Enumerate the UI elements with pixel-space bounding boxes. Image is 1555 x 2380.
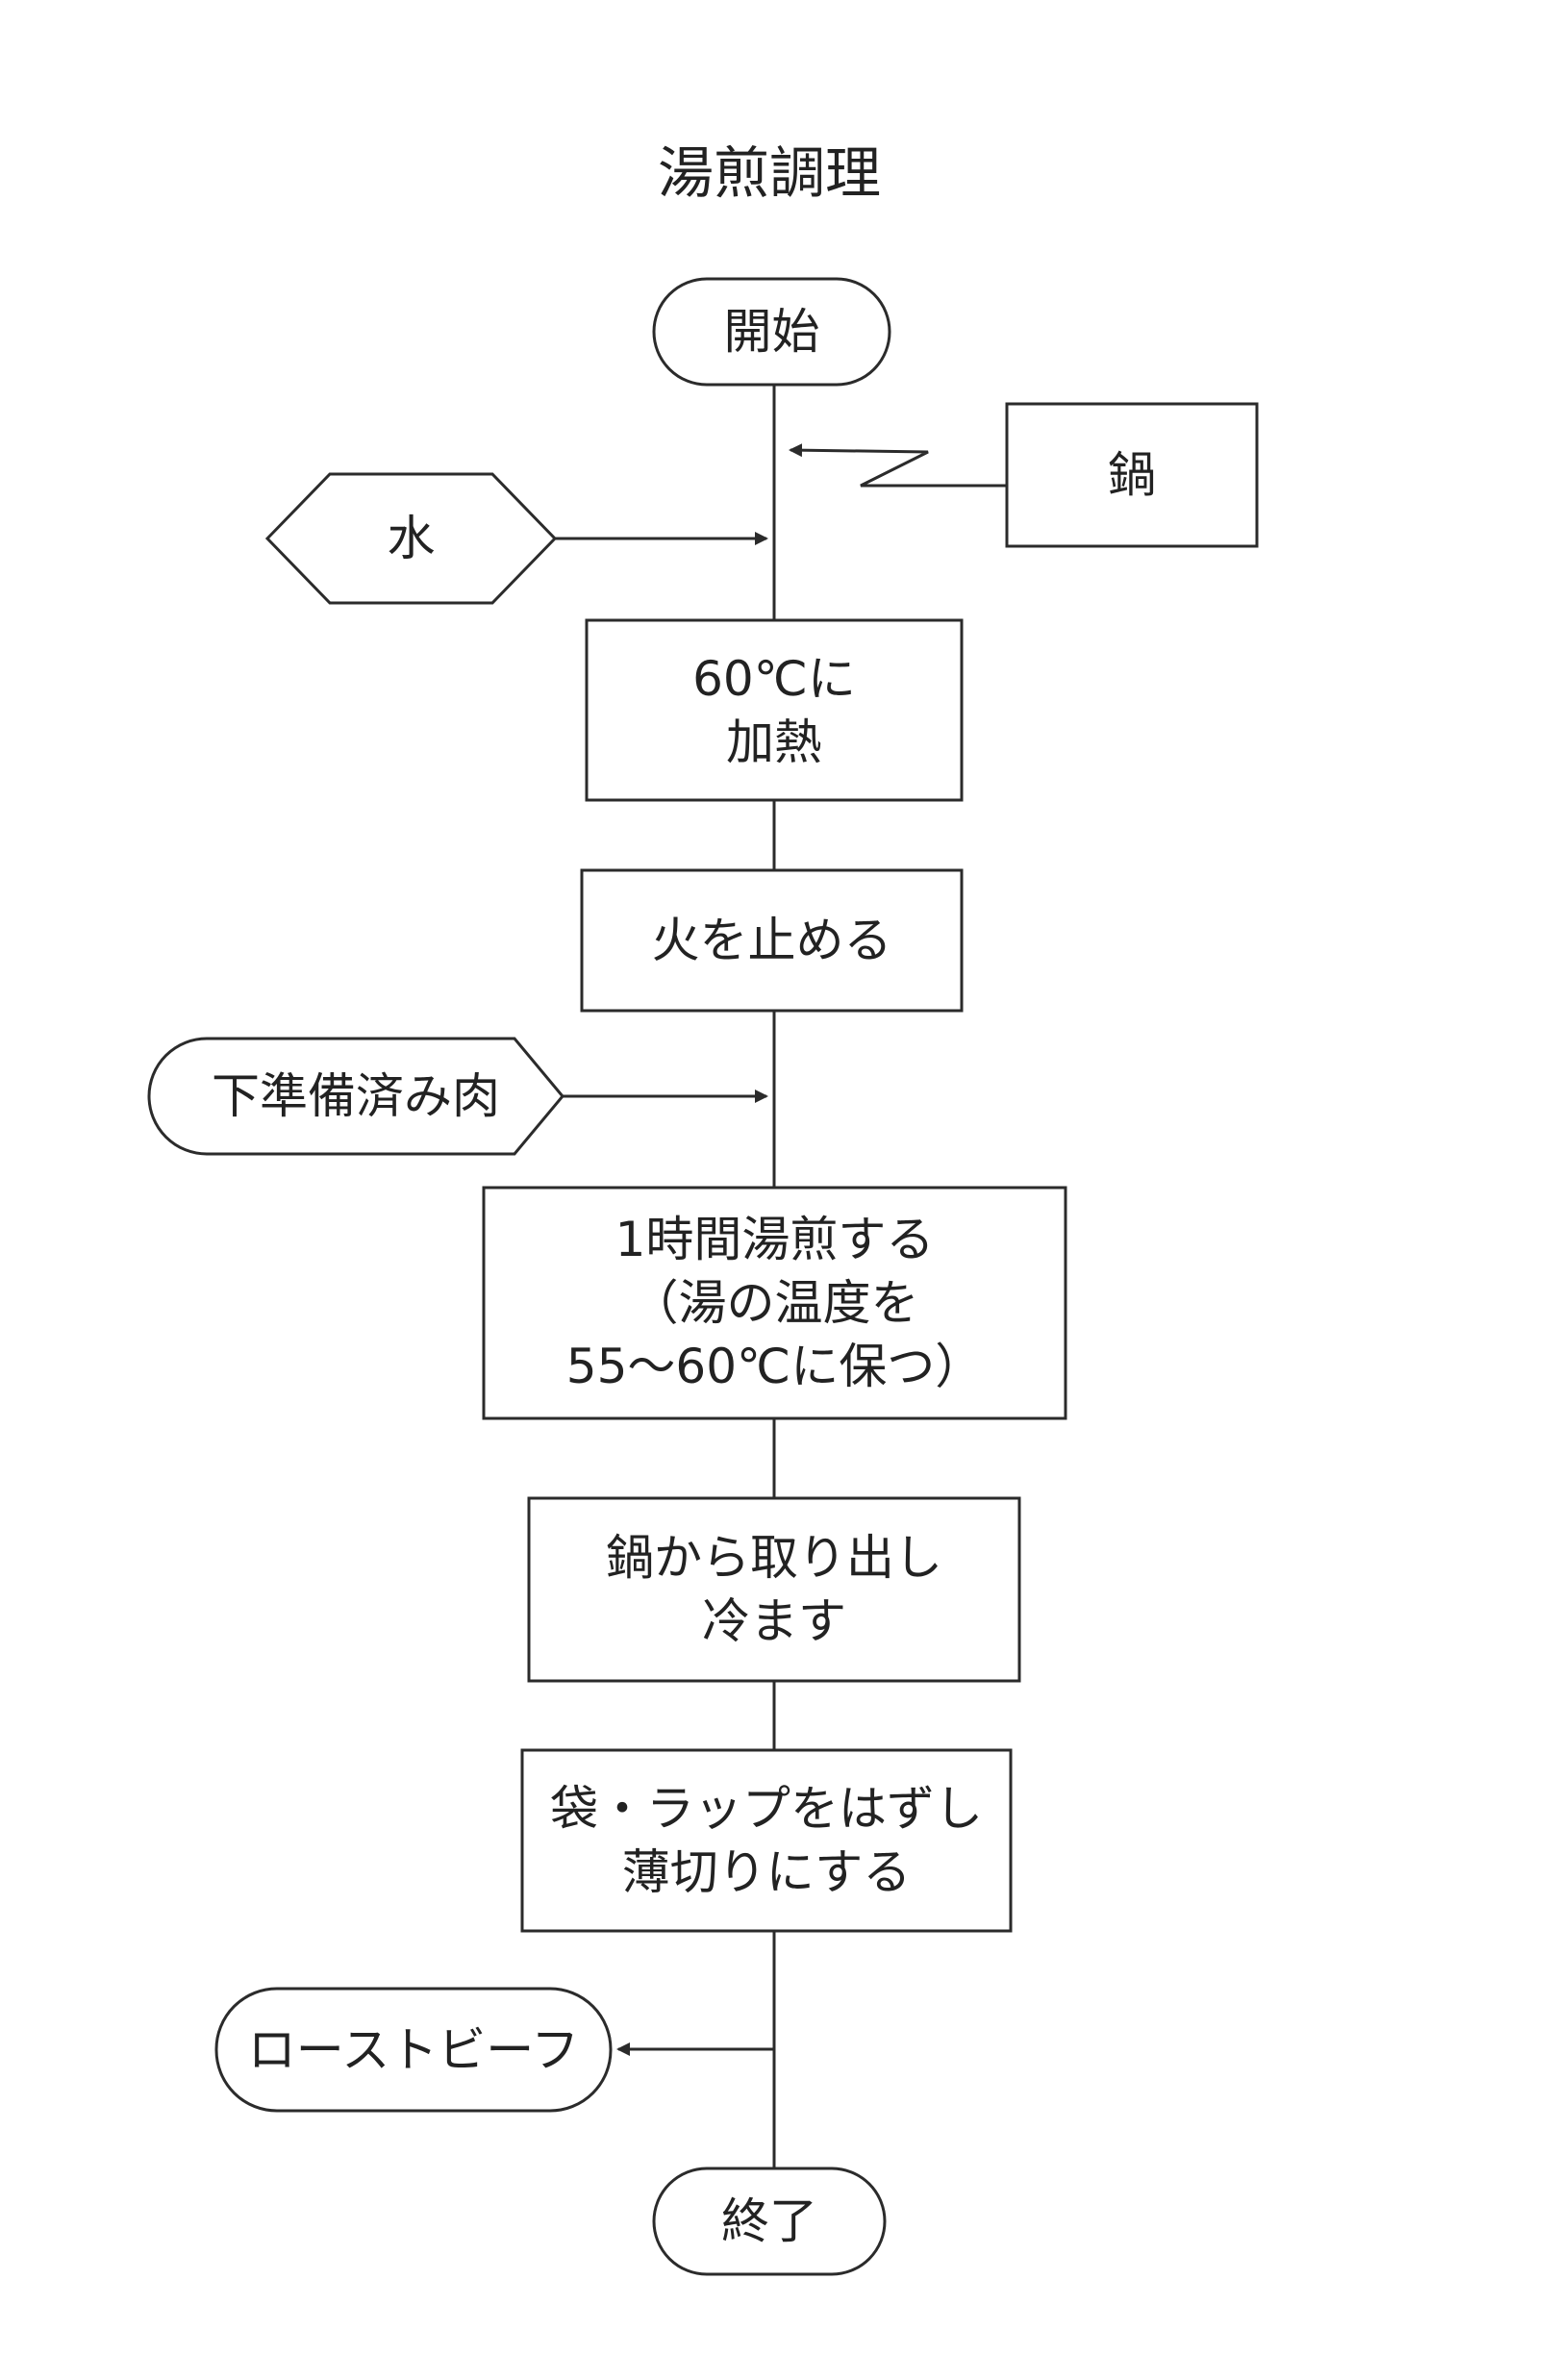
pot-node-label: 鍋 [1108,447,1156,503]
roast-beef-node-label: ローストビーフ [247,2021,580,2078]
heat-node-label: 60℃に 加熱 [692,650,856,770]
end-node-label: 終了 [721,2193,817,2249]
end-terminator-shape [652,2167,887,2276]
stop-fire-process-shape [580,868,964,1013]
pot-lightning-connector [789,443,1007,488]
stop-fire-node-label: 火を止める [651,913,892,968]
meat-input-shape [147,1037,564,1156]
start-node-label: 開始 [723,304,820,360]
start-terminator-shape [652,277,891,387]
water-node-label: 水 [387,511,436,566]
slice-node-label: 袋・ラップをはずし 薄切りにする [550,1781,983,1900]
meat-node-label: 下準備済み肉 [212,1068,500,1124]
pot-box-shape [1005,402,1259,548]
heat-process-shape [585,618,964,802]
roast-beef-terminator-shape [214,1987,613,2113]
slice-process-shape [520,1748,1013,1933]
simmer-process-shape [482,1186,1067,1420]
diagram-title: 湯煎調理 [657,140,881,206]
remove-node-label: 鍋から取り出し 冷ます [606,1530,942,1649]
simmer-node-label: 1時間湯煎する （湯の温度を 55～60℃に保つ） [565,1212,984,1394]
remove-process-shape [527,1496,1021,1683]
